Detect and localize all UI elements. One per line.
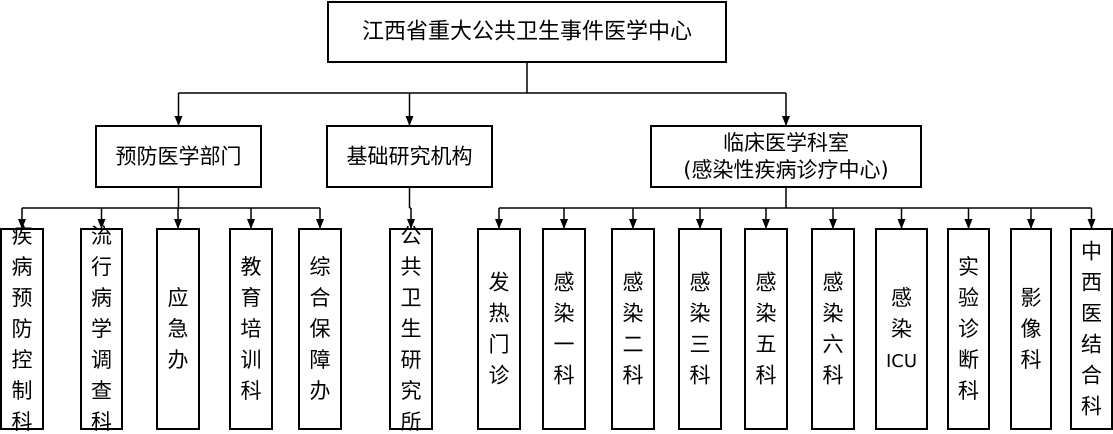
unit-label: 实验诊断科	[958, 255, 979, 403]
unit-node: 应急办	[156, 228, 200, 430]
unit-node: 综合保障办	[298, 228, 342, 430]
unit-box	[80, 228, 123, 430]
department-research: 基础研究机构	[326, 125, 493, 188]
unit-box	[542, 228, 586, 430]
unit-box	[811, 228, 855, 430]
unit-box	[298, 228, 342, 430]
root-box	[327, 1, 727, 63]
unit-label: 流行病学调查科	[91, 224, 112, 434]
connector-lines	[18, 62, 1096, 229]
root-label: 江西省重大公共卫生事件医学中心	[362, 20, 692, 45]
unit-node: 疾病预防控制科	[0, 224, 44, 434]
root-node: 江西省重大公共卫生事件医学中心	[327, 1, 727, 63]
unit-node: 流行病学调查科	[80, 224, 123, 434]
unit-node: 影像科	[1010, 228, 1052, 430]
unit-node: 感染五科	[744, 228, 788, 430]
unit-label: 影像科	[1021, 286, 1042, 372]
unit-node: 实验诊断科	[947, 228, 990, 430]
unit-box	[156, 228, 200, 430]
department-box-research	[326, 125, 493, 188]
unit-label: 感染六科	[823, 271, 844, 388]
unit-label: 综合保障办	[310, 255, 331, 403]
unit-box	[744, 228, 788, 430]
unit-node: 公共卫生研究所	[389, 224, 433, 434]
unit-node: 发热门诊	[477, 228, 521, 430]
unit-box	[875, 228, 928, 430]
unit-box	[947, 228, 990, 430]
unit-label: 发热门诊	[489, 271, 510, 388]
department-clinical: 临床医学科室 (感染性疾病诊疗中心)	[650, 125, 922, 188]
unit-node: 感染六科	[811, 228, 855, 430]
unit-label: 感染二科	[623, 271, 644, 388]
unit-node: 感染一科	[542, 228, 586, 430]
unit-label: 感染三科	[690, 271, 711, 388]
unit-box	[229, 228, 273, 430]
unit-label: 公共卫生研究所	[401, 224, 422, 434]
unit-box	[611, 228, 655, 430]
unit-box	[1070, 228, 1113, 430]
unit-node: 感染二科	[611, 228, 655, 430]
unit-label: 应急办	[168, 286, 189, 372]
unit-label: 疾病预防控制科	[12, 224, 33, 434]
unit-label: 教育培训科	[241, 255, 262, 403]
unit-box	[1010, 228, 1052, 430]
department-sublabel-clinical: (感染性疾病诊疗中心)	[683, 158, 888, 182]
unit-node: 中西医结合科	[1070, 228, 1113, 430]
unit-label: 感染五科	[756, 271, 777, 388]
department-box-prevention	[95, 125, 262, 188]
department-prevention: 预防医学部门	[95, 125, 262, 188]
unit-node: 教育培训科	[229, 228, 273, 430]
department-box-clinical	[650, 125, 922, 188]
unit-box	[678, 228, 722, 430]
department-label-research: 基础研究机构	[347, 145, 473, 169]
unit-box	[477, 228, 521, 430]
unit-box	[389, 228, 433, 430]
unit-label: 感染一科	[554, 271, 575, 388]
unit-box	[0, 228, 44, 430]
department-label-clinical: 临床医学科室	[723, 131, 849, 155]
unit-node: 感染三科	[678, 228, 722, 430]
unit-label: 中西医结合科	[1081, 240, 1102, 419]
department-label-prevention: 预防医学部门	[116, 145, 242, 169]
